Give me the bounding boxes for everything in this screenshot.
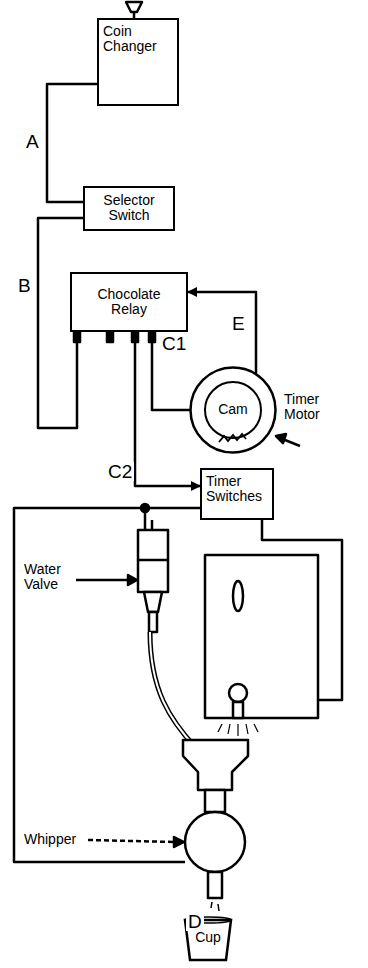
wire-label: C1 <box>160 334 188 353</box>
wire-label: C2 <box>106 462 134 481</box>
timer-switches-box: Timer Switches <box>200 468 274 520</box>
wire-label: A <box>24 132 41 151</box>
wire-connector <box>47 84 97 202</box>
wire-connector <box>188 292 256 374</box>
coin-changer-box: Coin Changer <box>97 18 179 106</box>
relay-box: Chocolate Relay <box>70 272 188 332</box>
selector-switch-box: Selector Switch <box>83 186 175 231</box>
cam-timer-circle: Cam <box>189 366 277 454</box>
part-label: Timer Motor <box>282 392 350 423</box>
part-label: Water Valve <box>22 562 76 593</box>
part-label: Whipper <box>22 832 78 847</box>
node-text: Selector Switch <box>94 193 164 224</box>
signal-label: D <box>186 912 204 931</box>
node-text: Coin Changer <box>103 24 165 55</box>
node-text: Timer Switches <box>206 474 266 505</box>
wire-connector <box>152 332 190 410</box>
node-text: Chocolate Relay <box>89 287 169 318</box>
wire-label: B <box>16 276 33 295</box>
node-text: Cam <box>218 402 248 417</box>
wire-label: E <box>230 314 247 333</box>
node-text: Cup <box>195 930 221 945</box>
